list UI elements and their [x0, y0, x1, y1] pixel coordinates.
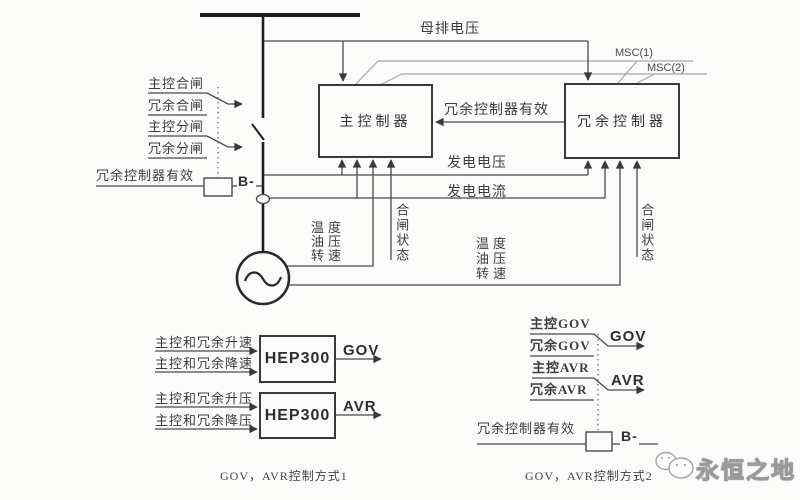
volt-down-label: 主控和冗余降压 [155, 413, 254, 428]
gen-voltage-label: 发电电压 [447, 156, 507, 171]
close-main-label: 主控合闸 [148, 76, 205, 91]
main-controller-label: 主控制器 [339, 115, 412, 130]
main-avr-label: 主控AVR [532, 360, 590, 375]
volt-up-label: 主控和冗余升压 [155, 391, 254, 406]
open-redundant-label: 冗余分闸 [148, 141, 205, 156]
msc1-label: MSC(1) [615, 47, 653, 59]
avr-selector-arrow [593, 377, 645, 395]
oil-label: 油压 [311, 234, 346, 249]
sec2-relay-contact-box [585, 431, 613, 452]
left-relay-contact-box [203, 177, 233, 197]
close-command-arrow [206, 92, 243, 109]
redundant-temp-oil-speed-label: 温度油压转速 [476, 236, 510, 281]
oil-label: 油压 [476, 251, 511, 266]
current-transformer-symbol [255, 193, 271, 205]
speed-label: 转速 [476, 266, 511, 281]
bus-voltage-label: 母排电压 [420, 22, 480, 37]
main-gov-label: 主控GOV [530, 316, 591, 331]
main-controller-box [318, 84, 433, 158]
watermark-logo-icon [655, 451, 694, 479]
main-breaker-state-label: 合闸状态 [394, 203, 410, 263]
left-redundant-valid-label: 冗余控制器有效 [96, 168, 195, 183]
redundant-controller-box [564, 83, 680, 159]
breaker-blade [251, 123, 265, 141]
speed-label: 转速 [311, 248, 346, 263]
sec2-redundant-valid-label: 冗余控制器有效 [477, 421, 576, 436]
msc1-branch-line [617, 60, 638, 84]
temp-label: 温度 [476, 236, 511, 251]
gen-current-label: 发电电流 [447, 185, 507, 200]
redundant-avr-label: 冗余AVR [530, 382, 588, 397]
sec2-bminus-label: B- [621, 428, 638, 444]
msc2-line [379, 73, 707, 86]
gen-to-main-wire [287, 159, 378, 267]
main-temp-oil-speed-label: 温度油压转速 [311, 221, 345, 263]
watermark-text: 永恒之地 [696, 457, 796, 484]
gen-to-redundant-wire [289, 160, 625, 286]
msc2-label: MSC(2) [647, 62, 685, 74]
generator-sine-icon [243, 271, 283, 287]
left-bminus-label: B- [238, 173, 255, 189]
hep300-gov-label: HEP300 [264, 350, 331, 367]
hep300-avr-box [259, 392, 336, 439]
redundant-gov-label: 冗余GOV [530, 338, 591, 353]
hep300-gov-box [259, 335, 336, 383]
msc2-branch-line [636, 73, 656, 84]
avr-selector-output-label: AVR [611, 372, 645, 389]
redundant-breaker-state-label: 合闸状态 [639, 203, 655, 263]
gov-selector-output-label: GOV [610, 328, 647, 345]
open-command-arrow [206, 135, 243, 152]
avr-output-label: AVR [343, 398, 377, 415]
caption-mode1: GOV，AVR控制方式1 [220, 469, 348, 483]
speed-up-label: 主控和冗余升速 [155, 335, 254, 350]
hep300-avr-label: HEP300 [264, 406, 331, 424]
redundant-controller-label: 冗余控制器 [577, 115, 667, 130]
open-main-label: 主控分闸 [148, 119, 205, 134]
close-redundant-label: 冗余合闸 [148, 98, 205, 113]
caption-mode2: GOV，AVR控制方式2 [525, 469, 653, 483]
temp-label: 温度 [311, 220, 346, 235]
redundant-valid-mid-label: 冗余控制器有效 [444, 103, 549, 118]
gov-output-label: GOV [343, 342, 380, 359]
msc1-line [354, 60, 693, 86]
speed-down-label: 主控和冗余降速 [155, 356, 254, 371]
gov-selector-arrow [593, 333, 645, 351]
